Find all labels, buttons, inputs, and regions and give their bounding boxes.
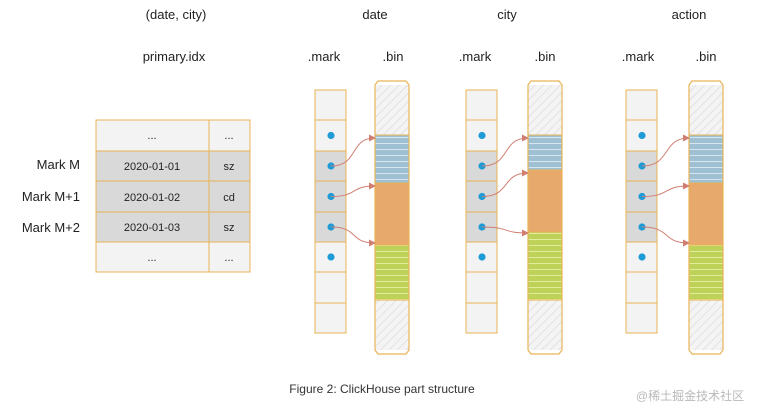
city-mark-cell xyxy=(465,271,498,304)
date-bin-granule xyxy=(375,245,409,300)
index-row-0-date: ... xyxy=(147,130,156,142)
action-bin-granule xyxy=(689,85,723,135)
city-bin-label: .bin xyxy=(535,49,556,64)
column-heading-date: date xyxy=(362,7,387,22)
action-bin-granule xyxy=(689,183,723,245)
date-bin-granule xyxy=(375,183,409,245)
city-mark-dot xyxy=(478,253,486,261)
action-mark-cell xyxy=(625,302,658,334)
action-bin-label: .bin xyxy=(696,49,717,64)
mark-label-m2: Mark M+2 xyxy=(22,220,80,235)
action-mark-arrow xyxy=(641,134,690,167)
index-row-1-city: sz xyxy=(224,161,235,173)
city-mark-cell xyxy=(465,89,498,121)
city-mark-arrow xyxy=(481,169,529,197)
column-files-layer xyxy=(314,80,724,355)
date-mark-cell xyxy=(314,302,347,334)
city-bin-outline xyxy=(527,80,563,355)
city-mark-cell xyxy=(465,302,498,334)
index-key-heading: (date, city) xyxy=(146,7,207,22)
index-row-4-city-cell xyxy=(208,241,251,273)
date-bin-granule xyxy=(375,300,409,350)
action-mark-dot xyxy=(638,253,646,261)
index-row-1-date: 2020-01-01 xyxy=(124,161,180,173)
index-row-3-city: sz xyxy=(224,222,235,234)
index-row-2-date: 2020-01-02 xyxy=(124,192,180,204)
index-row-4-date: ... xyxy=(147,252,156,264)
action-mark-cell xyxy=(625,211,658,243)
primary-index-table: ... ... 2020-01-01 sz 2020-01-02 cd 2020… xyxy=(95,119,251,273)
index-row-1-date-cell xyxy=(95,150,210,182)
city-bin-granule xyxy=(528,232,562,300)
date-mark-cell xyxy=(314,271,347,304)
action-mark-cell xyxy=(625,271,658,304)
date-mark-arrow xyxy=(330,182,376,197)
date-mark-arrow xyxy=(330,226,376,247)
action-mark-dot xyxy=(638,131,646,140)
index-row-2-city: cd xyxy=(223,192,235,204)
city-mark-arrow xyxy=(481,226,529,237)
index-row-3-date: 2020-01-03 xyxy=(124,222,180,234)
figure-caption: Figure 2: ClickHouse part structure xyxy=(289,382,475,396)
mark-label-m: Mark M xyxy=(37,157,80,172)
city-bin-granule xyxy=(528,300,562,350)
date-mark-arrow xyxy=(330,134,376,167)
index-row-4-city: ... xyxy=(224,252,233,264)
date-mark-label: .mark xyxy=(308,49,341,64)
date-mark-cell xyxy=(314,211,347,243)
date-bin-label: .bin xyxy=(383,49,404,64)
city-mark-arrow xyxy=(481,134,529,167)
action-bin-granule xyxy=(689,135,723,183)
action-bin-granule xyxy=(689,245,723,300)
index-row-3-city-cell xyxy=(208,211,251,243)
date-bin-granule xyxy=(375,85,409,135)
date-bin-outline xyxy=(374,80,410,355)
city-bin-granule xyxy=(528,85,562,135)
index-row-2-city-cell xyxy=(208,180,251,213)
date-mark-cell xyxy=(314,89,347,121)
action-mark-arrow xyxy=(641,226,690,247)
date-mark-dot xyxy=(327,131,335,140)
mark-label-m1: Mark M+1 xyxy=(22,189,80,204)
city-mark-dot xyxy=(478,131,486,140)
index-row-4-date-cell xyxy=(95,241,210,273)
index-row-0-date-cell xyxy=(95,119,210,152)
city-bin-granule xyxy=(528,135,562,170)
column-heading-action: action xyxy=(672,7,707,22)
index-file-heading: primary.idx xyxy=(143,49,206,64)
index-row-0-city-cell xyxy=(208,119,251,152)
watermark: @稀土掘金技术社区 xyxy=(636,388,744,403)
index-row-1-city-cell xyxy=(208,150,251,182)
column-heading-city: city xyxy=(497,7,517,22)
date-mark-dot xyxy=(327,253,335,261)
action-mark-label: .mark xyxy=(622,49,655,64)
action-bin-outline xyxy=(688,80,724,355)
action-bin-granule xyxy=(689,300,723,350)
date-bin-granule xyxy=(375,135,409,183)
city-bin-granule xyxy=(528,170,562,232)
action-mark-cell xyxy=(625,89,658,121)
action-mark-arrow xyxy=(641,182,690,197)
city-mark-label: .mark xyxy=(459,49,492,64)
index-row-0-city: ... xyxy=(224,130,233,142)
